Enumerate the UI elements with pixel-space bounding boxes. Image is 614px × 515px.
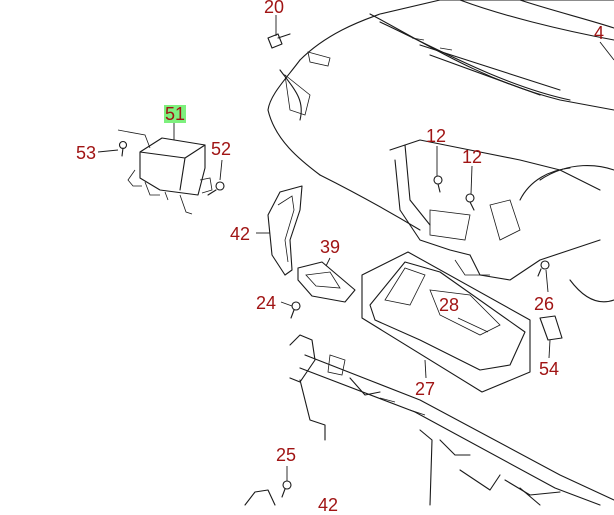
screw-12-right[interactable] [465, 193, 475, 211]
callout-53[interactable]: 53 [76, 143, 97, 163]
callout-54[interactable]: 54 [539, 359, 560, 379]
callout-20-top[interactable]: 20 [264, 0, 285, 17]
callout-42[interactable]: 42 [230, 224, 251, 244]
callout-28[interactable]: 28 [439, 295, 460, 315]
leader-lines [97, 15, 614, 481]
callout-12-right[interactable]: 12 [462, 147, 483, 167]
callout-25[interactable]: 25 [276, 445, 297, 465]
callout-24[interactable]: 24 [256, 293, 277, 313]
screw-25[interactable] [281, 480, 292, 498]
airbag-module-51[interactable] [127, 137, 213, 215]
steering-support-member[interactable] [289, 334, 614, 506]
garnish-39[interactable] [297, 261, 356, 303]
screw-20-top[interactable] [267, 33, 291, 49]
side-trim-42[interactable] [267, 185, 303, 276]
callout-26[interactable]: 26 [534, 294, 555, 314]
pad-54[interactable] [539, 315, 563, 341]
callout-4[interactable]: 4 [594, 23, 605, 43]
bolt-52[interactable] [207, 181, 225, 196]
callout-51-highlighted[interactable]: 51 [164, 104, 187, 124]
center-bracket-assembly[interactable] [389, 139, 614, 303]
glove-box-27[interactable] [361, 251, 531, 393]
instrument-panel[interactable] [267, 0, 614, 231]
callout-52[interactable]: 52 [211, 139, 232, 159]
lower-bracket[interactable] [244, 489, 276, 506]
screw-12-left[interactable] [433, 175, 443, 193]
screw-24[interactable] [290, 301, 301, 319]
callout-39[interactable]: 39 [320, 237, 341, 257]
bolt-53[interactable] [117, 129, 151, 157]
callout-partial-bottom[interactable]: 42 [318, 495, 339, 515]
callout-27[interactable]: 27 [415, 379, 436, 399]
screw-26[interactable] [537, 260, 550, 277]
callout-12-left[interactable]: 12 [426, 126, 447, 146]
